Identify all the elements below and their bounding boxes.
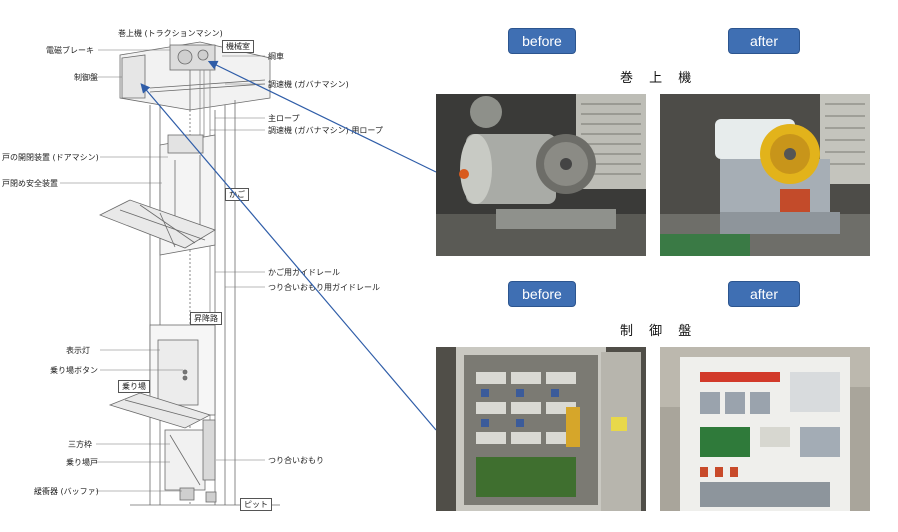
label-door-operator: 戸の開閉装置 (ドアマシン) — [2, 153, 99, 162]
label-main-rope: 主ロープ — [268, 114, 300, 123]
arrow-controller — [140, 83, 437, 431]
label-brake: 電磁ブレーキ — [46, 46, 94, 55]
label-car-rail: かご用ガイドレール — [268, 268, 340, 277]
label-buffer: 緩衝器 (バッファ) — [34, 487, 99, 496]
label-hall-button: 乗り場ボタン — [50, 366, 98, 375]
after-label-1: after — [749, 33, 778, 49]
label-car: かご — [225, 188, 249, 201]
after-label-2: after — [749, 286, 778, 302]
after-pill-2: after — [728, 281, 800, 307]
photo-traction-after — [660, 94, 870, 256]
label-counterweight: つり合いおもり — [268, 456, 324, 465]
label-governor-rope: 調速機 (ガバナマシン) 用ロープ — [268, 126, 383, 135]
label-pit: ピット — [240, 498, 272, 511]
label-hoistway: 昇降路 — [190, 312, 222, 325]
before-pill-2: before — [508, 281, 576, 307]
before-pill-1: before — [508, 28, 576, 54]
caption-traction-machine: 巻 上 機 — [620, 71, 698, 86]
label-landing-door: 乗り場戸 — [66, 458, 98, 467]
label-machine-room: 機械室 — [222, 40, 254, 53]
photo-traction-before — [436, 94, 646, 256]
label-traction-machine: 巻上機 (トラクションマシン) — [118, 29, 223, 38]
label-sheave: 綱車 — [268, 52, 284, 61]
label-indicator: 表示灯 — [66, 346, 90, 355]
caption-controller: 制 御 盤 — [620, 324, 698, 339]
label-jamb: 三方枠 — [68, 440, 92, 449]
before-label-1: before — [522, 33, 562, 49]
elevator-shaft-drawing — [60, 38, 280, 506]
label-cwt-rail: つり合いおもり用ガイドレール — [268, 283, 380, 292]
elevator-diagram: 巻上機 (トラクションマシン) 電磁ブレーキ 制御盤 機械室 綱車 調速機 (ガ… — [0, 0, 420, 532]
photo-controller-after — [660, 347, 870, 511]
before-label-2: before — [522, 286, 562, 302]
after-pill-1: after — [728, 28, 800, 54]
label-governor: 調速機 (ガバナマシン) — [268, 80, 349, 89]
label-controller: 制御盤 — [74, 73, 98, 82]
arrow-traction-machine — [207, 60, 437, 173]
photo-controller-before — [436, 347, 646, 511]
label-landing: 乗り場 — [118, 380, 150, 393]
label-door-safety: 戸閉め安全装置 — [2, 179, 58, 188]
